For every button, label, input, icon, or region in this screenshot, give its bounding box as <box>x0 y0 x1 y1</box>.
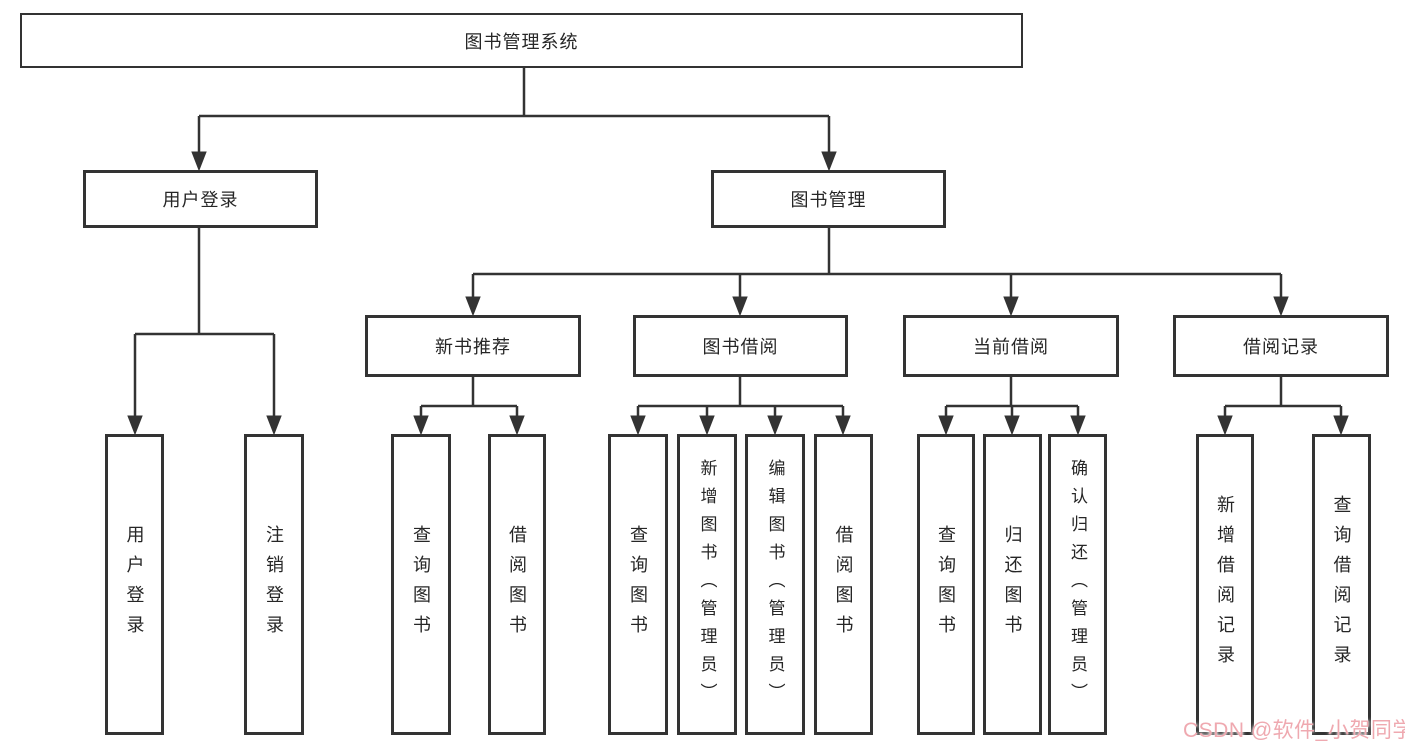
leaf-current-confirm-return-admin: 确认归还（管理员） <box>1048 434 1107 735</box>
leaf-recommend-query-books-label: 查询图书 <box>411 524 431 645</box>
node-book-management: 图书管理 <box>711 170 946 228</box>
leaf-current-query-books-label: 查询图书 <box>936 524 956 645</box>
arrowhead-icon <box>1333 415 1349 436</box>
arrowhead-icon <box>127 415 143 436</box>
leaf-borrow-add-books-admin-label: 新增图书（管理员） <box>697 458 717 711</box>
arrowhead-icon <box>732 296 748 317</box>
node-new-book-recommend: 新书推荐 <box>365 315 581 377</box>
leaf-recommend-borrow-books: 借阅图书 <box>488 434 546 735</box>
leaf-record-add-borrow-record-label: 新增借阅记录 <box>1215 494 1235 675</box>
leaf-current-query-books: 查询图书 <box>917 434 975 735</box>
arrowhead-icon <box>630 415 646 436</box>
node-current-borrow: 当前借阅 <box>903 315 1119 377</box>
arrowhead-icon <box>191 151 207 172</box>
leaf-user-login-label: 用户登录 <box>124 524 145 645</box>
leaf-record-query-borrow-record-label: 查询借阅记录 <box>1331 494 1352 675</box>
arrowhead-icon <box>938 415 954 436</box>
arrowhead-icon <box>413 415 429 436</box>
arrowhead-icon <box>821 151 837 172</box>
leaf-borrow-borrow-books-label: 借阅图书 <box>833 524 854 645</box>
leaf-record-query-borrow-record: 查询借阅记录 <box>1312 434 1371 735</box>
node-book-borrow-label: 图书借阅 <box>702 337 779 357</box>
leaf-recommend-borrow-books-label: 借阅图书 <box>507 524 527 645</box>
leaf-borrow-edit-books-admin: 编辑图书（管理员） <box>745 434 805 735</box>
leaf-borrow-add-books-admin: 新增图书（管理员） <box>677 434 737 735</box>
leaf-logout-label: 注销登录 <box>264 524 284 645</box>
node-book-borrow: 图书借阅 <box>633 315 848 377</box>
node-borrow-records-label: 借阅记录 <box>1243 337 1319 357</box>
arrowhead-icon <box>465 296 481 317</box>
node-borrow-records: 借阅记录 <box>1173 315 1389 377</box>
arrowhead-icon <box>699 415 715 436</box>
leaf-user-login: 用户登录 <box>105 434 164 735</box>
leaf-borrow-borrow-books: 借阅图书 <box>814 434 873 735</box>
arrowhead-icon <box>266 415 282 436</box>
arrowhead-icon <box>509 415 525 436</box>
node-user-login-label: 用户登录 <box>162 190 239 210</box>
arrowhead-icon <box>1004 415 1020 436</box>
node-root: 图书管理系统 <box>20 13 1023 68</box>
node-book-management-label: 图书管理 <box>790 190 867 210</box>
leaf-current-confirm-return-admin-label: 确认归还（管理员） <box>1068 458 1087 711</box>
arrowhead-icon <box>1070 415 1086 436</box>
leaf-borrow-query-books-label: 查询图书 <box>628 524 648 645</box>
leaf-borrow-edit-books-admin-label: 编辑图书（管理员） <box>765 458 785 711</box>
leaf-borrow-query-books: 查询图书 <box>608 434 668 735</box>
arrowhead-icon <box>1217 415 1233 436</box>
node-root-label: 图书管理系统 <box>464 31 579 52</box>
node-current-borrow-label: 当前借阅 <box>973 337 1049 357</box>
leaf-current-return-books-label: 归还图书 <box>1002 524 1023 645</box>
arrowhead-icon <box>835 415 851 436</box>
arrowhead-icon <box>767 415 783 436</box>
node-new-book-recommend-label: 新书推荐 <box>435 337 511 357</box>
leaf-current-return-books: 归还图书 <box>983 434 1042 735</box>
arrowhead-icon <box>1003 296 1019 317</box>
csdn-watermark: CSDN @软件_小贺同学 <box>1183 719 1405 742</box>
node-user-login: 用户登录 <box>83 170 318 228</box>
leaf-recommend-query-books: 查询图书 <box>391 434 451 735</box>
leaf-logout: 注销登录 <box>244 434 304 735</box>
arrowhead-icon <box>1273 296 1289 317</box>
leaf-record-add-borrow-record: 新增借阅记录 <box>1196 434 1254 735</box>
